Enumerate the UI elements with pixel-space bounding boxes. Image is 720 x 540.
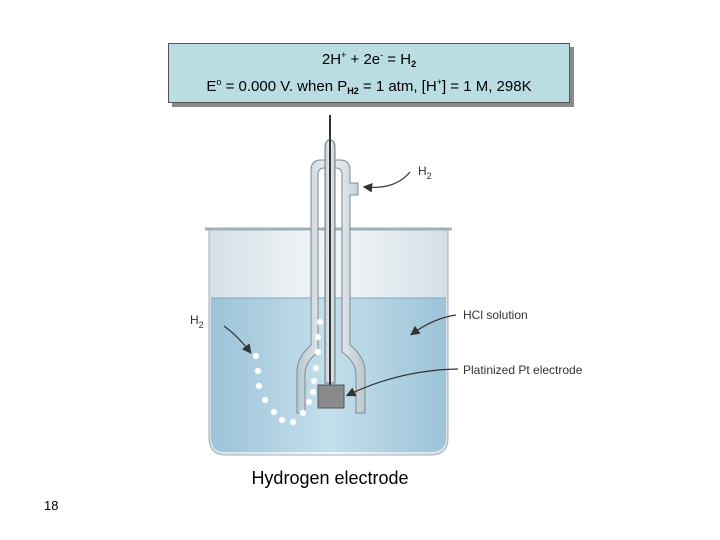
hcl-arrow xyxy=(410,314,457,336)
electrode-tube xyxy=(296,115,366,414)
pt-electrode-label: Platinized Pt electrode xyxy=(463,363,583,377)
h2-inlet-arrow xyxy=(362,171,411,193)
hcl-solution-label: HCl solution xyxy=(463,308,528,322)
electrode-arrow xyxy=(345,368,459,397)
half-reaction-equation: 2H+ + 2e- = H2 xyxy=(321,50,417,69)
h2-bubbles-label: H2 xyxy=(190,313,204,330)
h2-bubbles-arrow xyxy=(223,325,252,354)
h2-inlet-label: H2 xyxy=(418,164,432,181)
standard-potential-statement: Eo = 0.000 V. when PH2 = 1 atm, [H+] = 1… xyxy=(206,77,532,96)
h2-bubbles xyxy=(252,318,324,426)
equation-box: 2H+ + 2e- = H2 Eo = 0.000 V. when PH2 = … xyxy=(168,43,570,103)
platinized-pt-electrode xyxy=(317,384,345,409)
label-arrows xyxy=(223,171,459,397)
diagram-caption: Hydrogen electrode xyxy=(251,468,409,488)
slide-number: 18 xyxy=(44,498,59,513)
